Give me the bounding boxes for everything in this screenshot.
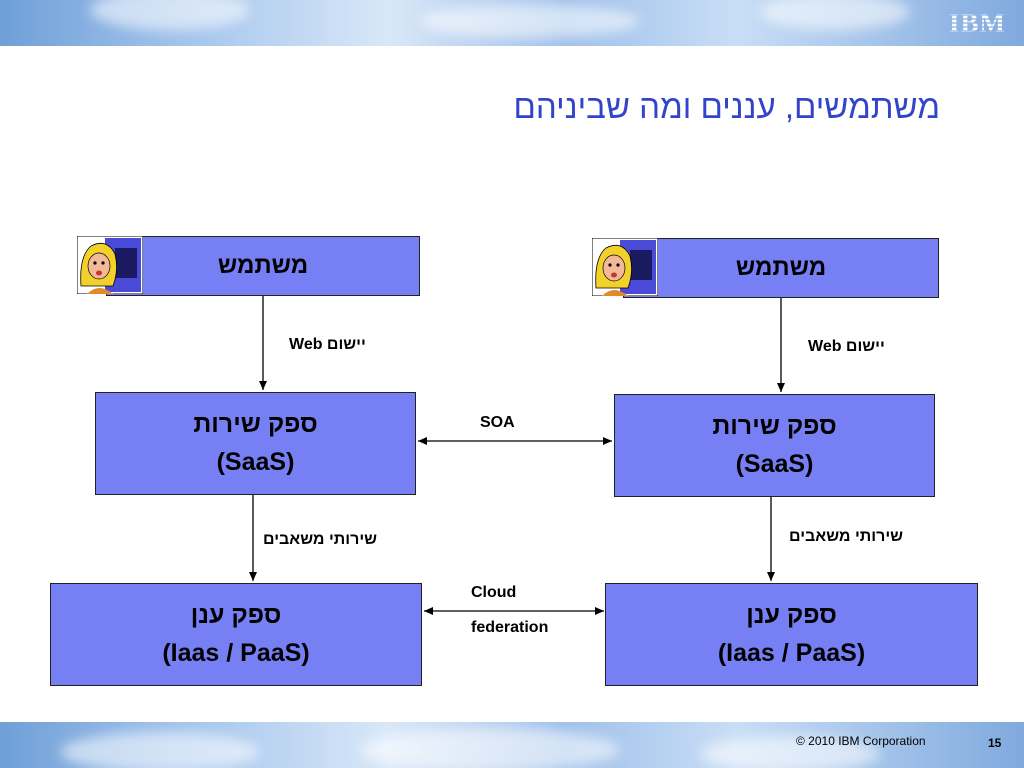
ibm-logo: IBM bbox=[949, 8, 1006, 38]
right-user-box: משתמש bbox=[623, 238, 939, 298]
left-saas-subtitle: (SaaS) bbox=[216, 447, 295, 476]
left-cloud-box: ספק ענן (Iaas / PaaS) bbox=[50, 583, 422, 686]
page-number: 15 bbox=[988, 736, 1002, 750]
right-saas-title: ספק שירות bbox=[712, 412, 837, 440]
left-compute-label: שירותי משאבים bbox=[263, 531, 378, 548]
right-compute-label: שירותי משאבים bbox=[789, 528, 904, 545]
right-saas-subtitle: (SaaS) bbox=[735, 449, 814, 478]
federation-label-line2: federation bbox=[471, 619, 549, 636]
left-saas-box: ספק שירות (SaaS) bbox=[95, 392, 416, 495]
left-saas-title: ספק שירות bbox=[193, 410, 318, 438]
right-user-label: משתמש bbox=[735, 254, 827, 281]
ibm-logo-shadow: IBM bbox=[949, 8, 1006, 39]
user-avatar-icon bbox=[592, 238, 658, 296]
left-cloud-title: ספק ענן bbox=[190, 601, 282, 629]
copyright-text: © 2010 IBM Corporation bbox=[796, 734, 926, 748]
right-web-label: יישום Web bbox=[808, 338, 885, 355]
right-cloud-subtitle: (Iaas / PaaS) bbox=[717, 638, 866, 667]
soa-label: SOA bbox=[480, 414, 515, 431]
header-band: IBM IBM bbox=[0, 0, 1024, 46]
footer-band bbox=[0, 722, 1024, 768]
left-user-box: משתמש bbox=[106, 236, 420, 296]
left-user-label: משתמש bbox=[217, 252, 309, 279]
left-web-label: יישום Web bbox=[289, 336, 366, 353]
slide-title: משתמשים, עננים ומה שביניהם bbox=[513, 88, 940, 125]
right-saas-box: ספק שירות (SaaS) bbox=[614, 394, 935, 497]
federation-label-line1: Cloud bbox=[471, 584, 517, 601]
right-cloud-box: ספק ענן (Iaas / PaaS) bbox=[605, 583, 978, 686]
user-avatar-icon bbox=[77, 236, 143, 294]
right-cloud-title: ספק ענן bbox=[746, 601, 837, 629]
left-cloud-subtitle: (Iaas / PaaS) bbox=[162, 638, 310, 667]
